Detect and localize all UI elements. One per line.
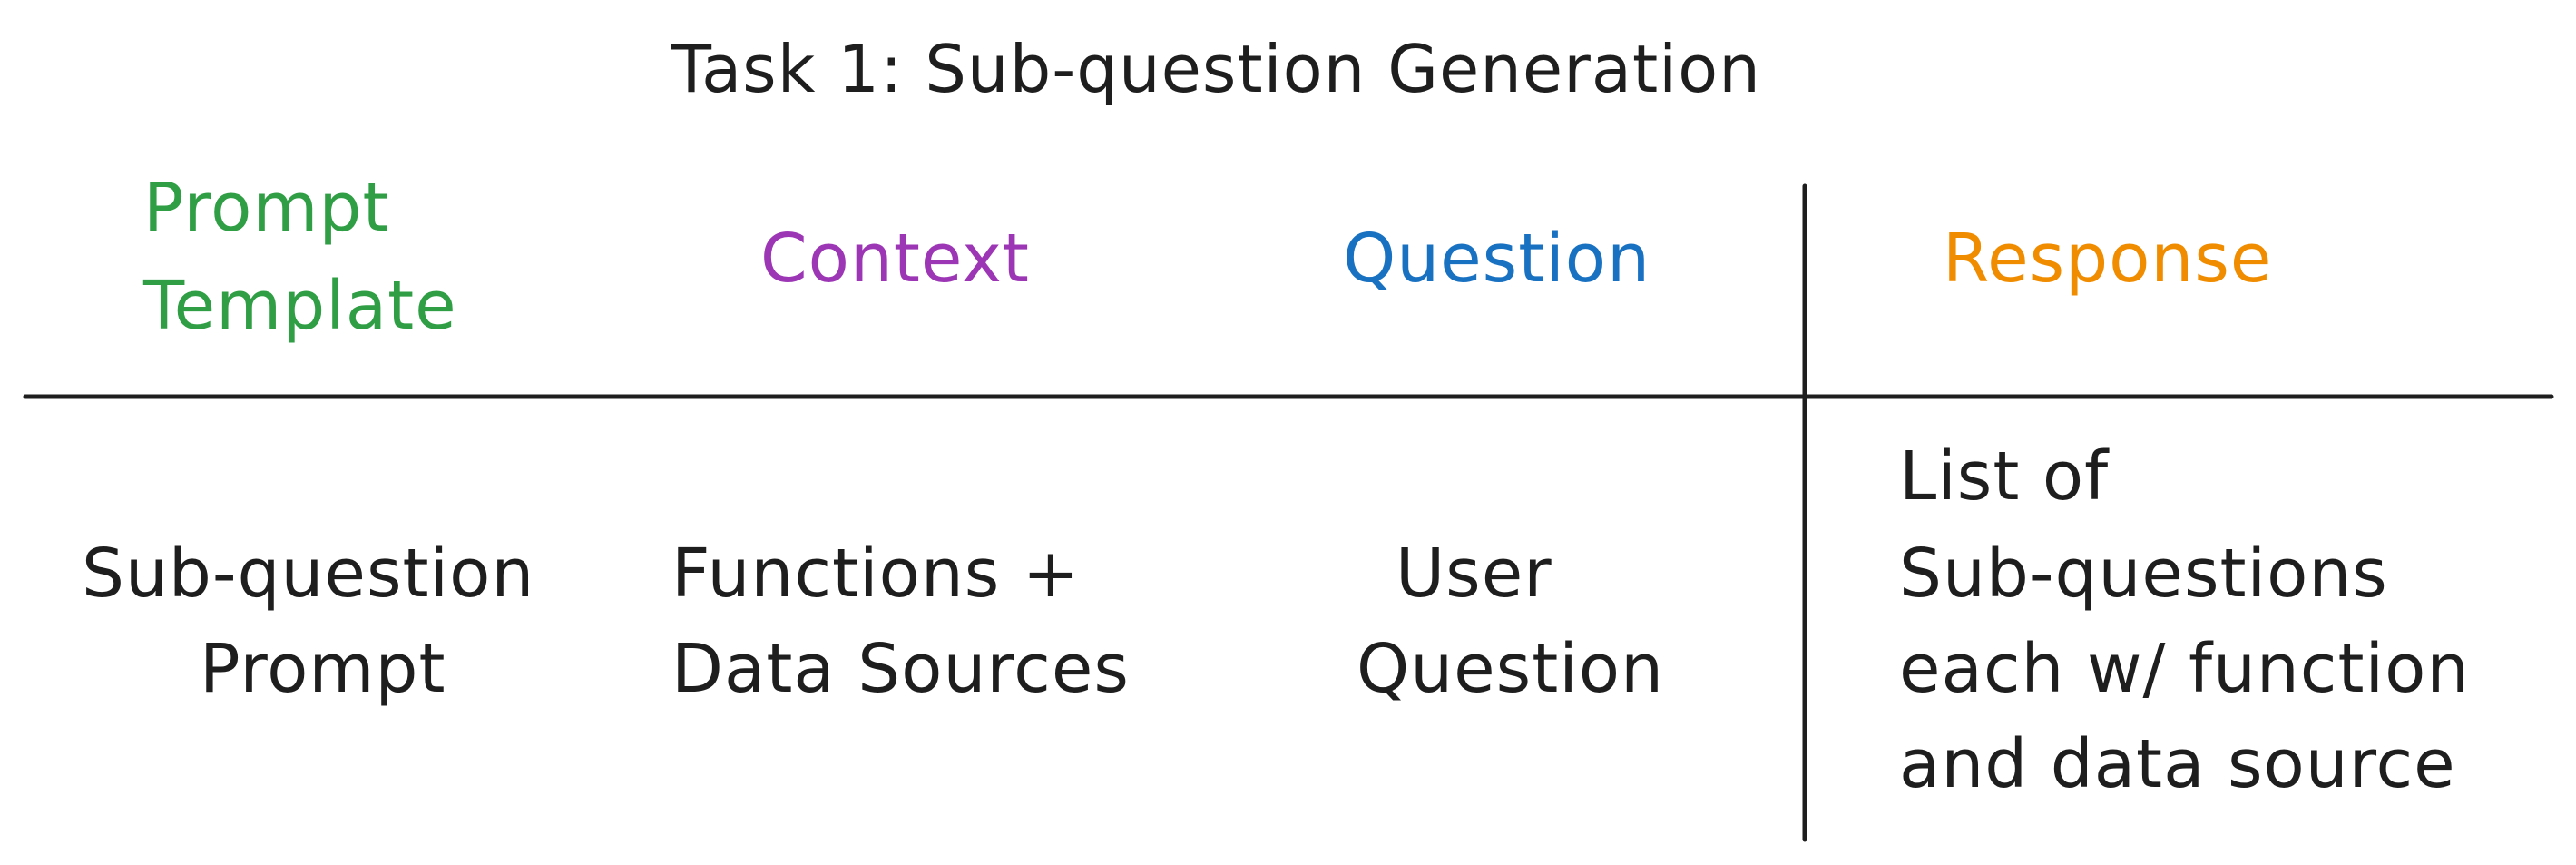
cell-response-line1: List of: [1899, 437, 2110, 516]
header-prompt-template-line1: Prompt: [143, 169, 390, 247]
header-question: Question: [1343, 220, 1650, 298]
cell-response-line2: Sub-questions: [1899, 535, 2388, 613]
cell-prompt-template-line1: Sub-question: [82, 535, 535, 613]
cell-context-line1: Functions +: [671, 535, 1080, 613]
header-prompt-template-line2: Template: [143, 267, 457, 345]
cell-response-line4: and data source: [1899, 725, 2456, 803]
cell-context-line2: Data Sources: [671, 630, 1130, 708]
cell-question-line1: User: [1396, 535, 1552, 613]
header-context: Context: [760, 220, 1030, 298]
header-response: Response: [1943, 220, 2273, 298]
diagram-title: Task 1: Sub-question Generation: [671, 31, 1761, 107]
cell-question-line2: Question: [1357, 630, 1664, 708]
cell-response-line3: each w/ function: [1899, 630, 2471, 708]
cell-prompt-template-line2: Prompt: [200, 630, 446, 708]
